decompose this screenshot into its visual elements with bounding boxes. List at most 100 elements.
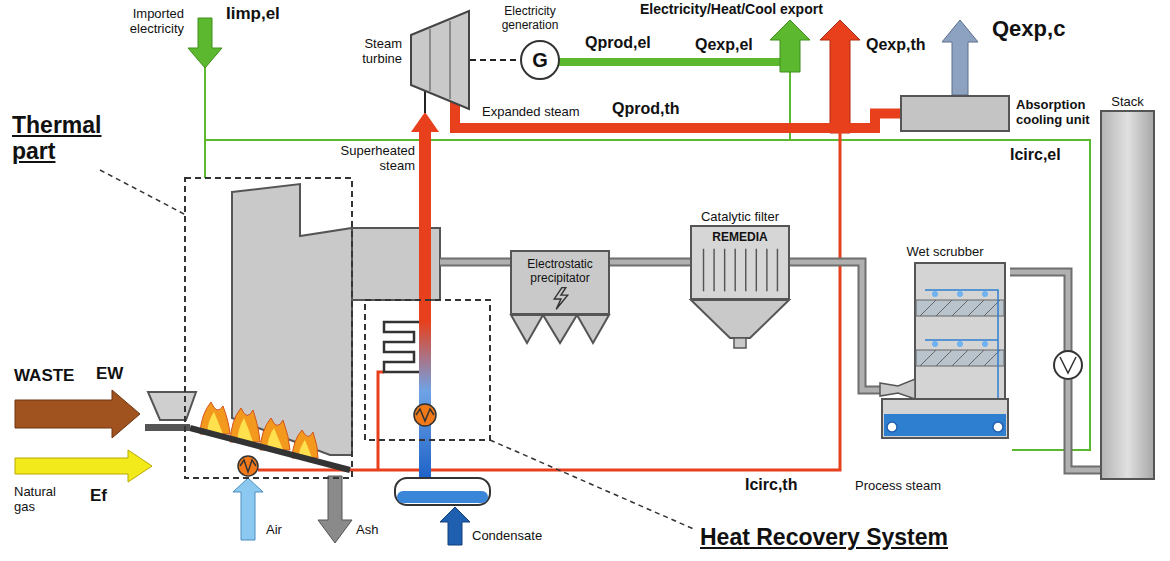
recirculation-line: [925, 339, 998, 341]
annotation: Icirc,el: [1010, 146, 1061, 164]
leader-line: [490, 440, 696, 530]
superheater: [414, 404, 436, 426]
precipitator-hopper: [511, 315, 609, 343]
packing-layer: [916, 300, 1004, 316]
scrubber-tower: [915, 263, 1005, 399]
filter-bag: [703, 249, 704, 292]
pump: [993, 422, 1003, 432]
flue-gas-duct-stroke: [790, 262, 880, 390]
turbine-shaft: [470, 60, 520, 61]
filter-bag: [745, 249, 746, 292]
filter-bag: [777, 249, 778, 292]
air-arrow: [233, 478, 263, 540]
annotation: Qexp,el: [695, 36, 753, 54]
filter-outlet: [734, 338, 746, 348]
ash-arrow: [318, 476, 352, 543]
annotation: Superheated steam: [330, 143, 415, 173]
heat-exchanger-symbol: [240, 460, 256, 472]
process-steam-line: [378, 372, 384, 470]
annotation: Thermal part: [12, 112, 127, 164]
flue-gas-duct: [1010, 272, 1100, 470]
annotation: Qprod,el: [585, 34, 651, 52]
flue-duct: [440, 260, 512, 265]
annotation: WASTE: [14, 366, 74, 386]
generator-circle: G: [520, 40, 560, 80]
annotation: Qexp,c: [992, 16, 1065, 42]
drum-water: [397, 491, 488, 503]
steam-drum: [395, 478, 490, 505]
spray-nozzle: [982, 341, 988, 347]
grate: [190, 428, 350, 470]
packing-hatch: [920, 350, 1000, 366]
spray-nozzle: [957, 291, 963, 297]
node-label: Steam turbine: [328, 36, 402, 66]
packing-hatch: [920, 300, 1000, 316]
filter-bag: [734, 249, 735, 292]
stack: Stack: [1100, 110, 1155, 480]
flue-gas-duct-stroke: [1010, 272, 1100, 470]
node-label: REMEDIA: [710, 230, 769, 244]
flue-gas-duct-stroke: [610, 260, 690, 265]
feeder-ram: [145, 424, 190, 431]
catalytic-filter-box: Catalytic filterREMEDIA: [690, 225, 790, 300]
electric-wire: [204, 66, 206, 178]
annotation: Electricity generation: [480, 4, 580, 32]
pump: [887, 422, 897, 432]
steam-arrow-head: [411, 112, 439, 132]
induced-draft-fan: [1054, 351, 1082, 379]
turbine-stage: [449, 21, 451, 99]
precipitator-box: Electrostatic precipitator: [510, 250, 610, 315]
annotation: Condensate: [472, 528, 542, 543]
spray-nozzle: [932, 291, 938, 297]
annotation: Icirc,th: [745, 476, 797, 494]
filter-hopper: [691, 300, 789, 338]
filter-bags: [704, 249, 778, 292]
filter-bag: [766, 249, 767, 292]
imported-electricity-arrow: [188, 18, 222, 68]
annotation: Qexp,th: [866, 36, 926, 54]
annotation: Qprod,th: [612, 100, 680, 118]
flue-gas-duct: [790, 262, 880, 390]
spray-nozzle: [957, 341, 963, 347]
filter-bag: [756, 249, 757, 292]
node-outline: [410, 10, 470, 110]
spray-nozzle: [932, 341, 938, 347]
node-label: Electrostatic precipitator: [516, 257, 604, 285]
thermal-part-region: [185, 178, 352, 478]
leader-line: [100, 170, 186, 215]
heat-exchanger-symbol: [416, 409, 434, 421]
waste-hopper: [148, 392, 196, 420]
flue-duct: [440, 258, 512, 267]
flue-gas-duct-stroke: [790, 262, 880, 390]
lightning-symbol: [554, 288, 567, 310]
natural-gas-arrow: [15, 450, 152, 482]
filter-bag: [713, 249, 714, 292]
node-outline: [880, 262, 1010, 440]
annotation: Natural gas: [14, 484, 72, 514]
node-label: Stack: [1087, 94, 1168, 109]
annotation: EW: [96, 364, 123, 384]
annotation: Ef: [90, 486, 107, 506]
scrubber-water: [884, 414, 1006, 436]
annotation: Iimp,el: [226, 4, 280, 24]
annotation: Process steam: [855, 478, 941, 493]
flue-gas-duct-stroke: [1010, 272, 1100, 470]
venturi: [880, 379, 915, 399]
absorption-chiller: Absorption cooling unit: [900, 95, 1010, 132]
fan-symbol: [1060, 357, 1076, 373]
air-preheater: [238, 456, 258, 476]
annotation: Air: [266, 522, 282, 537]
annotation: Electricity/Heat/Cool export: [640, 1, 823, 17]
heat-export-arrow: [820, 20, 860, 133]
annotation: Imported electricity: [100, 6, 184, 36]
node-label: Absorption cooling unit: [1016, 97, 1096, 127]
heat-recovery-region: [365, 300, 490, 440]
spray-nozzle: [982, 291, 988, 297]
node-label: Wet scrubber: [870, 244, 1020, 259]
scrubber-tank: [882, 399, 1008, 438]
turbine-stage: [429, 29, 431, 91]
filter-bag: [724, 249, 725, 292]
flue-gas-duct-stroke: [610, 258, 690, 267]
annotation: Heat Recovery System: [700, 524, 948, 551]
annotation: Expanded steam: [482, 104, 580, 119]
